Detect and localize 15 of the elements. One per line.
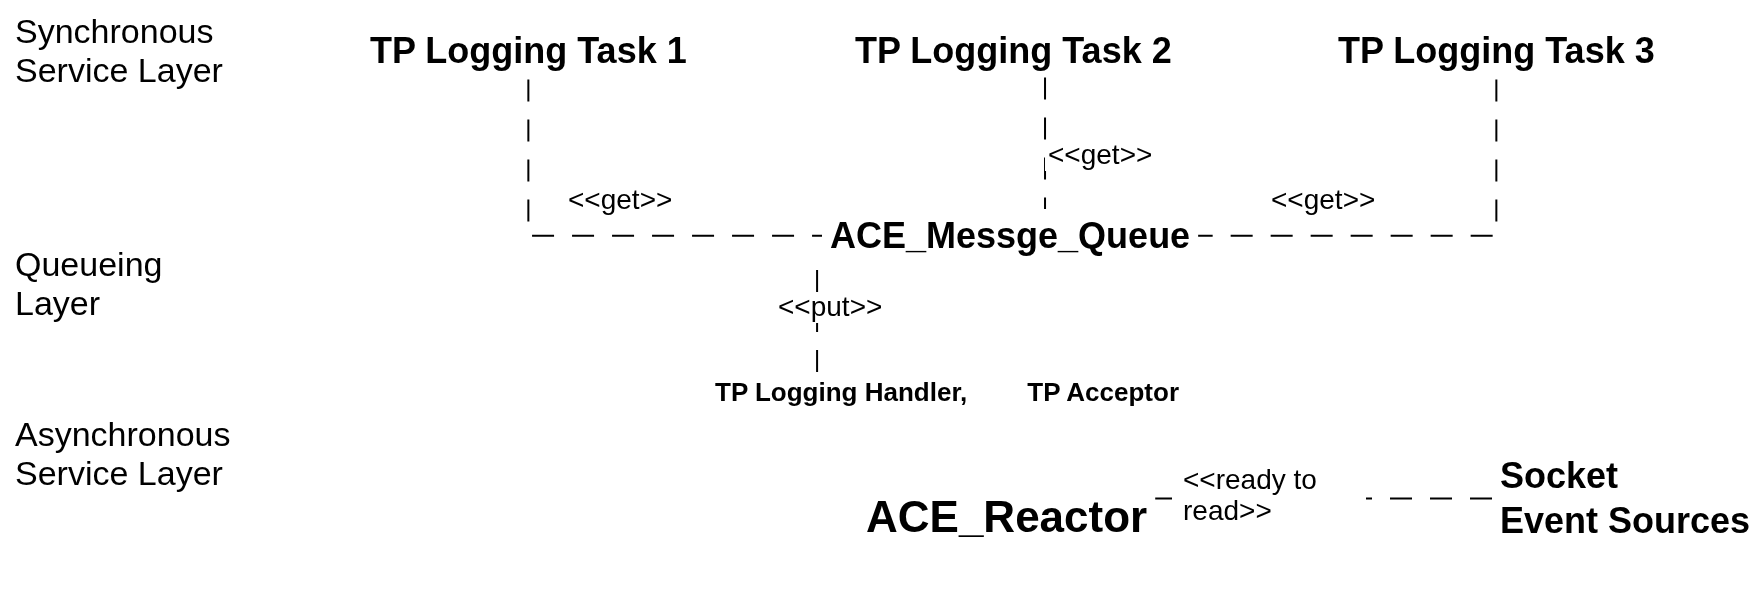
component-label: TP Logging Task 3 [1338,30,1655,72]
layer-label: Queueing Layer [15,245,164,324]
component-label: TP Logging Task 1 [370,30,687,72]
component-label: TP Logging Handler, [715,378,968,408]
layer-label: Asynchronous Service Layer [15,415,232,494]
layer-label: Synchronous Service Layer [15,12,224,91]
component-label: ACE_Messge_Queue [830,215,1191,257]
component-label: Socket [1500,455,1619,497]
component-label: TP Logging Task 2 [855,30,1172,72]
dashed-connector [1044,76,1047,210]
component-label: ACE_Reactor [866,492,1148,543]
component-label: Event Sources [1500,500,1751,542]
dashed-connector [527,78,823,237]
dashed-connector [1197,78,1498,237]
component-label: TP Acceptor [1027,378,1180,408]
